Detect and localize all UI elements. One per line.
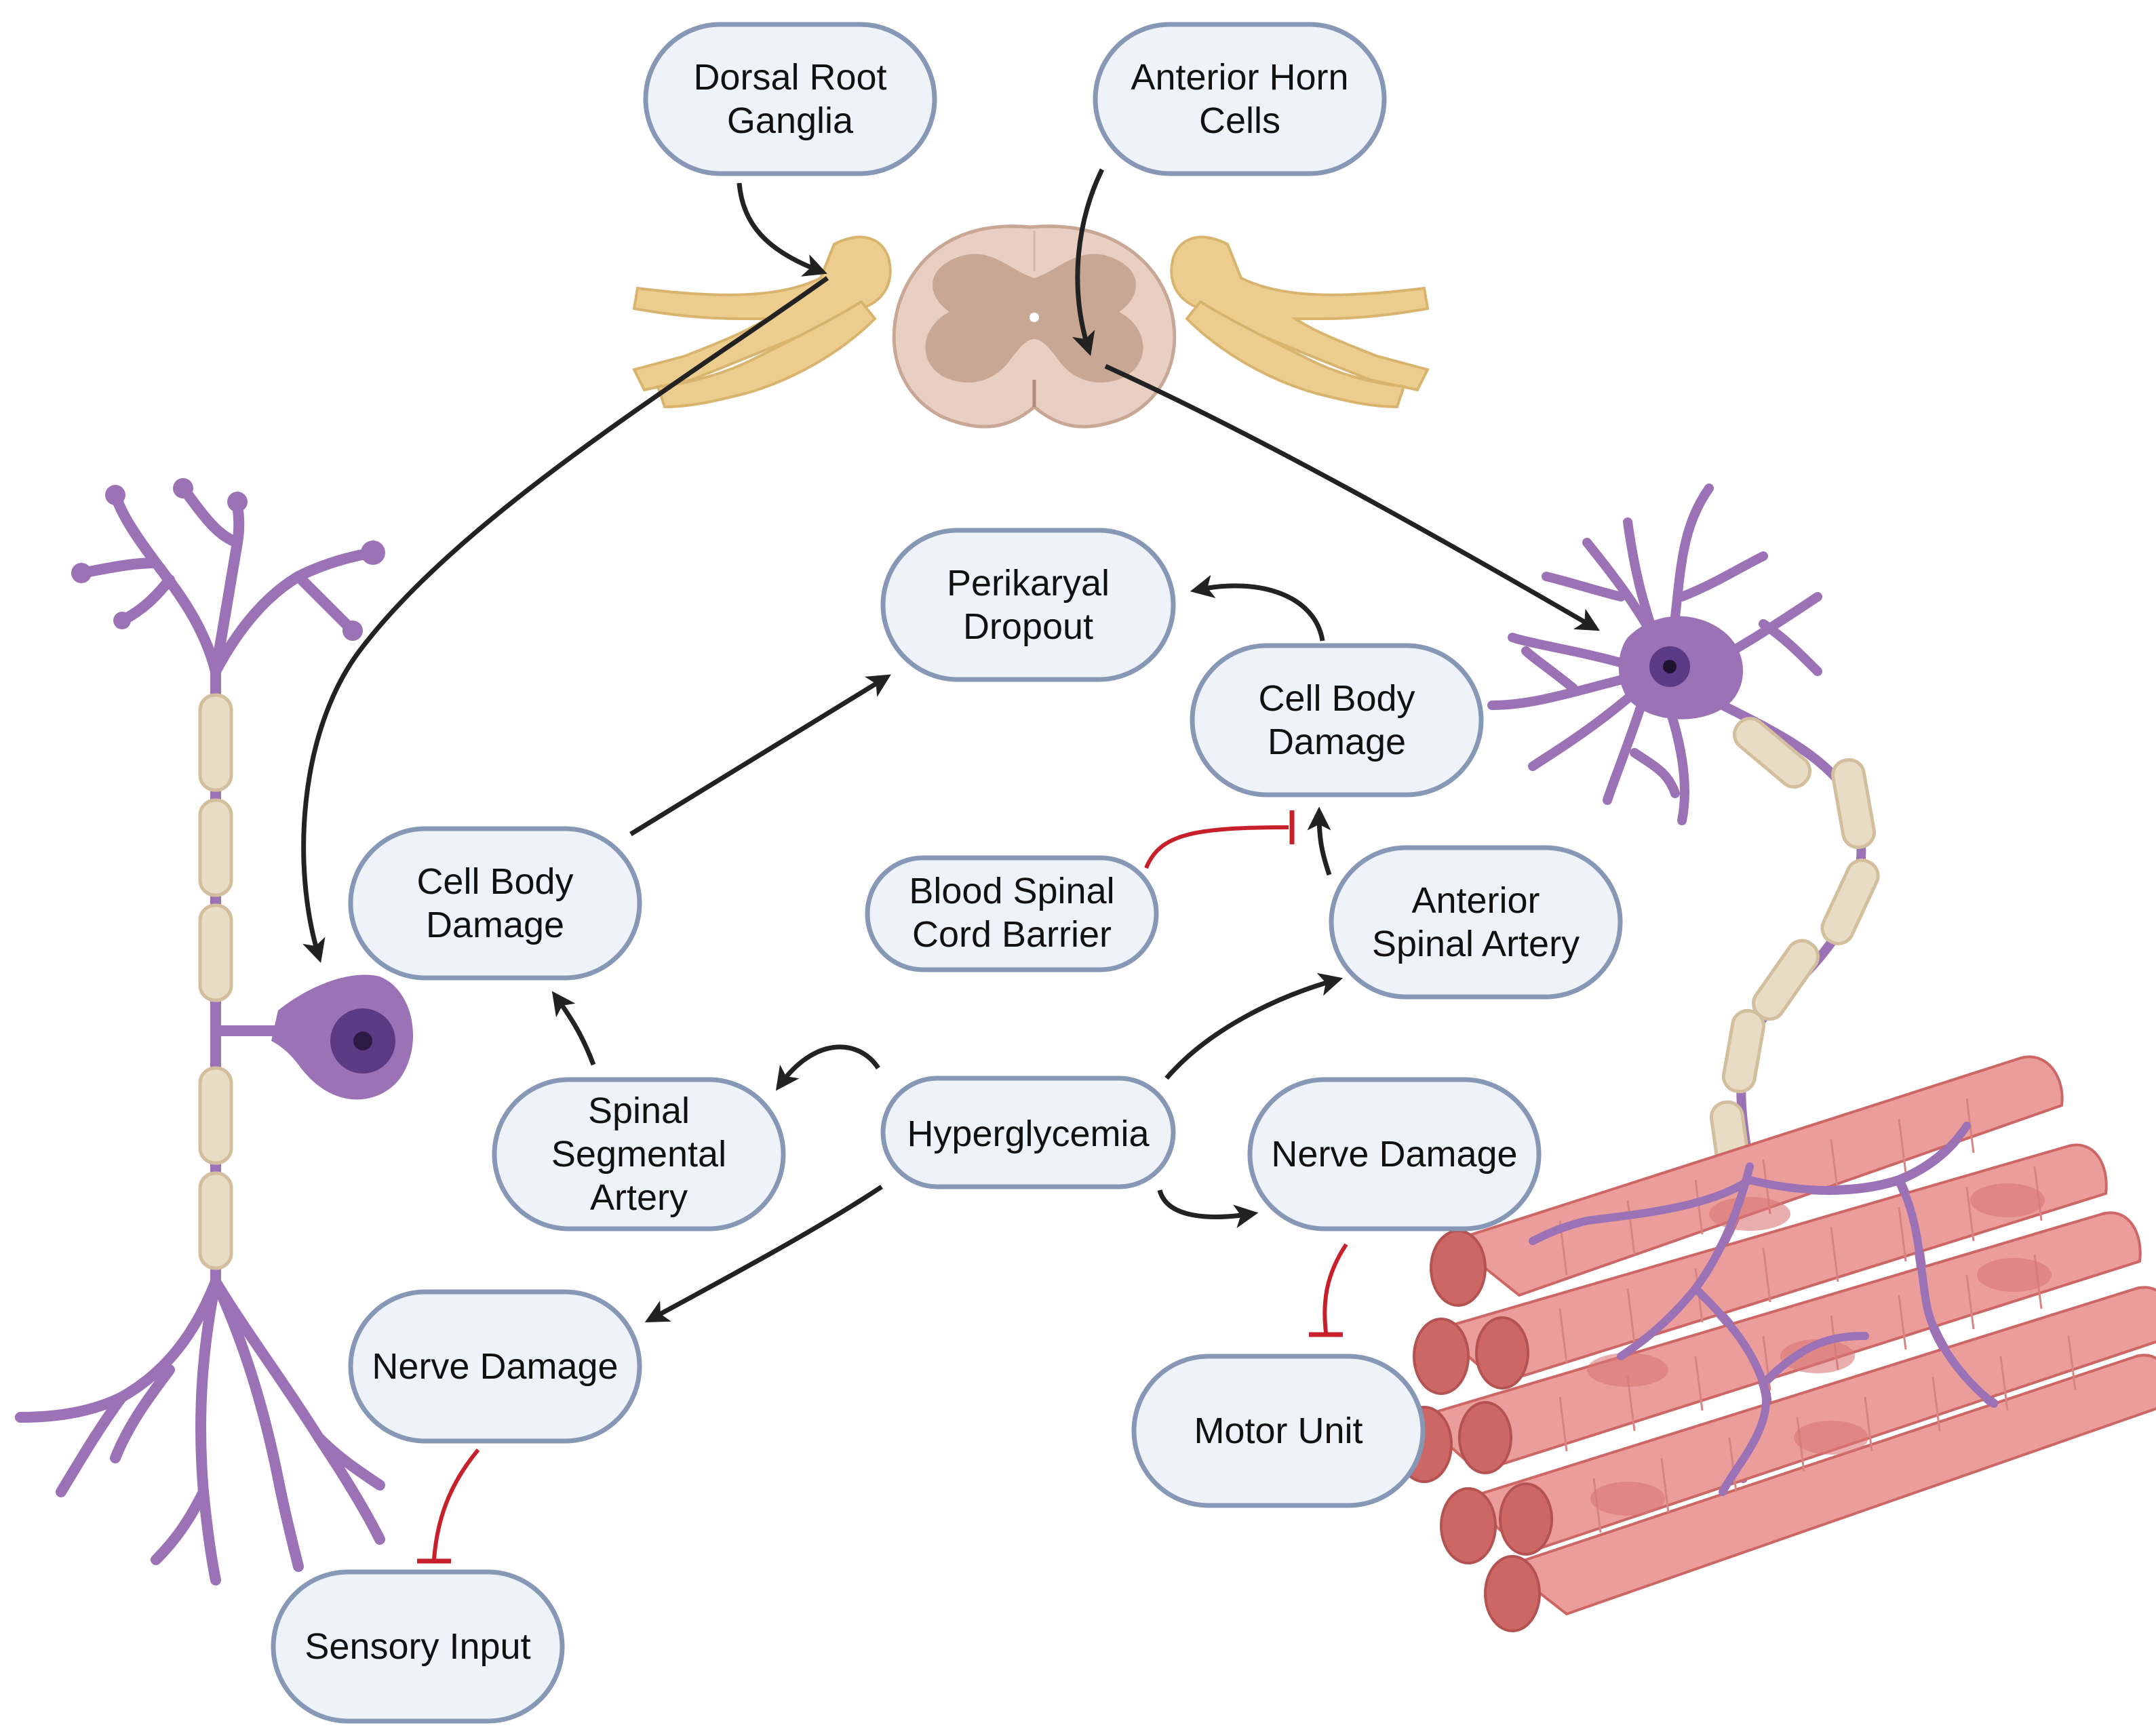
edge-hyper-ssa [775, 1044, 880, 1091]
node-blood-spinal-cord-barrier[interactable]: Blood Spinal Cord Barrier [865, 855, 1159, 972]
edge-cord-sensory [301, 276, 829, 964]
node-label-line: Dorsal Root [693, 57, 886, 98]
node-hyperglycemia[interactable]: Hyperglycemia [880, 1076, 1176, 1189]
edge-drg [737, 182, 827, 277]
node-dorsal-root-ganglia[interactable]: Dorsal Root Ganglia [643, 22, 937, 176]
node-label-line: Nerve Damage [1271, 1134, 1517, 1175]
node-cell-body-damage-motor[interactable]: Cell Body Damage [1190, 643, 1484, 797]
spinal-cord-cross-section-icon [632, 224, 1430, 429]
node-anterior-spinal-artery[interactable]: Anterior Spinal Artery [1329, 845, 1623, 1000]
node-label-line: Dropout [963, 606, 1093, 647]
edge-ndm-inhibit [1322, 1243, 1348, 1333]
node-label-line: Ganglia [727, 100, 854, 141]
sensory-neuron-icon [15, 478, 414, 1585]
edge-hyper-asa [1164, 972, 1344, 1080]
edge-asa-cbd [1307, 806, 1332, 876]
node-sensory-input[interactable]: Sensory Input [271, 1569, 565, 1724]
nodes: Dorsal Root Ganglia Anterior Horn Cells … [271, 22, 1623, 1724]
node-label-line: Perikaryal [947, 563, 1110, 604]
node-motor-unit[interactable]: Motor Unit [1131, 1354, 1426, 1508]
node-cell-body-damage-sensory[interactable]: Cell Body Damage [348, 826, 642, 981]
node-label-line: Hyperglycemia [907, 1114, 1150, 1154]
edge-cbd-motor-perikaryal [1190, 574, 1325, 642]
node-label-line: Artery [590, 1177, 688, 1218]
edges [301, 168, 1601, 1564]
node-label-line: Motor Unit [1194, 1411, 1363, 1451]
node-spinal-segmental-artery[interactable]: Spinal Segmental Artery [492, 1077, 786, 1231]
node-label-line: Anterior Horn [1131, 57, 1348, 98]
edge-cbd-sensory-perikaryal [629, 674, 891, 836]
node-label-line: Spinal Artery [1372, 924, 1580, 964]
node-label-line: Cell Body [1258, 678, 1415, 719]
muscle-fiber-bundle-icon [1396, 1055, 2156, 1632]
edge-ahc [1072, 168, 1105, 357]
node-nerve-damage-sensory[interactable]: Nerve Damage [348, 1289, 642, 1444]
node-label-line: Nerve Damage [372, 1346, 618, 1387]
node-label-line: Damage [426, 905, 564, 945]
edge-bscb-inhibit [1144, 825, 1289, 869]
edge-hyper-nds [644, 1185, 883, 1323]
node-label-line: Sensory Input [305, 1626, 530, 1667]
node-anterior-horn-cells[interactable]: Anterior Horn Cells [1093, 22, 1387, 176]
node-nerve-damage-motor[interactable]: Nerve Damage [1247, 1077, 1542, 1231]
edge-ssa-cbd [551, 991, 596, 1066]
node-label-line: Segmental [551, 1134, 726, 1175]
node-label-line: Anterior [1411, 880, 1540, 921]
node-label-line: Cells [1199, 100, 1280, 141]
node-label-line: Cell Body [416, 861, 573, 902]
edge-cord-motor [1104, 363, 1601, 631]
edge-nds-inhibit [432, 1449, 480, 1560]
node-label-line: Spinal [588, 1090, 690, 1131]
edge-hyper-ndm [1157, 1189, 1259, 1229]
node-label-line: Blood Spinal [909, 871, 1114, 911]
node-label-line: Damage [1268, 722, 1406, 762]
node-label-line: Cord Barrier [912, 914, 1112, 955]
node-perikaryal-dropout[interactable]: Perikaryal Dropout [880, 528, 1176, 682]
